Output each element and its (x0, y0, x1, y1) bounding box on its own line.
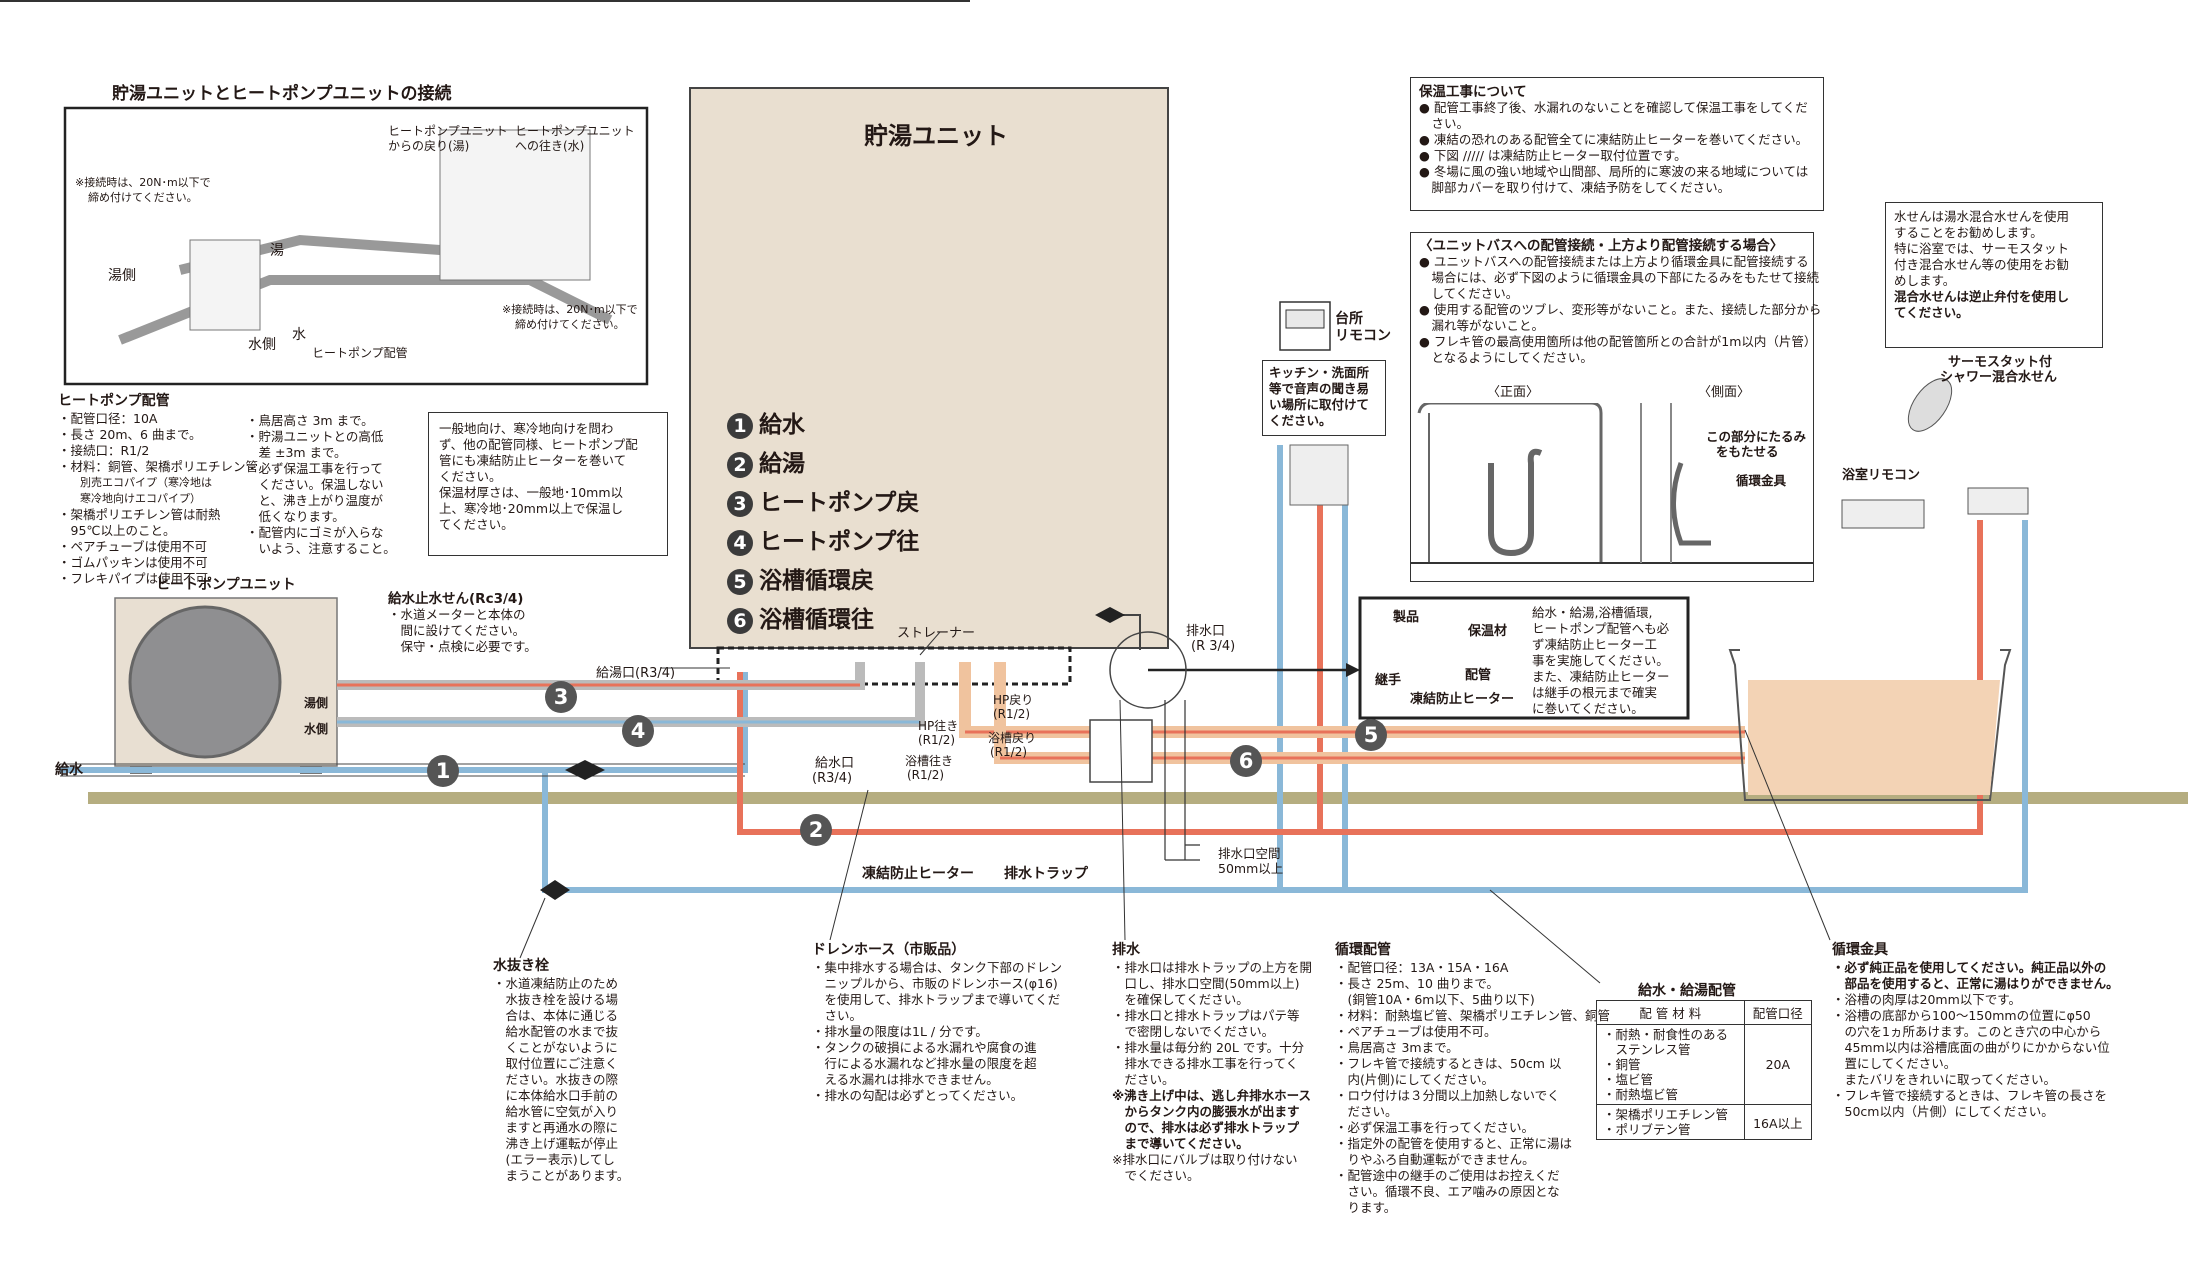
unit-bath-box: 〈ユニットバスへの配管接続・上方より配管接続する場合〉 ● ユニットバスへの配管… (1410, 232, 1821, 582)
supply-label: 給水 (55, 762, 83, 778)
heat-insulation-box: 保温工事について ● 配管工事終了後、水漏れのないことを確認して保温工事をしてく… (1410, 77, 1824, 211)
drainage-note: 排水 ・排水口は排水トラップの上方を開 口し、排水口空間(50mm以上) を確保… (1112, 942, 1313, 1183)
drain-valve-note: 水抜き栓 ・水道凍結防止のため 水抜き栓を設ける場 合は、本体に通じる 給水配管… (493, 958, 630, 1183)
strainer-label: ストレーナー (897, 626, 976, 641)
heat-pump-fan (128, 605, 282, 759)
hot-inlet-label: 給湯口(R3/4) (596, 666, 676, 681)
product-detail-note: 給水・給湯,浴槽循環,ヒートポンプ配管へも必ず凍結防止ヒーター工事を実施してくだ… (1532, 605, 1670, 716)
cold-region-note: 一般地向け、寒冷地向けを問わず、他の配管同様、ヒートポンプ配管にも凍結防止ヒータ… (428, 412, 668, 556)
connection-title: 貯湯ユニットとヒートポンプユニットの接続 (112, 84, 452, 104)
water-stop-note: 給水止水せん(Rc3/4) ・水道メーターと本体の 間に設けてください。 保守・… (388, 591, 537, 654)
circulation-note: 循環配管 ・配管口径：13A・15A・16A・長さ 25m、10 曲りまで。 (… (1335, 942, 1611, 1215)
pipe-number-1: 1 (427, 755, 459, 787)
ground-line (88, 792, 2188, 804)
pipe-material-table: 配 管 材 料配管口径 ・耐熱・耐食性のある ステンレス管・銅管・塩ビ管・耐熱塩… (1596, 1000, 1813, 1140)
product-detail-box (1358, 596, 1690, 720)
freeze-heater-label: 凍結防止ヒーター (862, 866, 974, 882)
drain-space-label: 排水口空間 (1218, 846, 1281, 861)
torque-note: ※接続時は、20N･m以下で (75, 176, 211, 189)
hp-pipe-spec: ヒートポンプ配管 ・配管口径：10A・長さ 20m、6 曲まで。・接続口：R1/… (58, 393, 259, 586)
kitchen-remote-note: キッチン・洗面所等で音声の聞き易い場所に取付けてください。 (1262, 360, 1386, 436)
drain-hose-note: ドレンホース（市販品） ・集中排水する場合は、タンク下部のドレン ニップルから、… (812, 942, 1063, 1103)
mixer-note: 水せんは湯水混合水せんを使用することをお勧めします。特に浴室では、サーモスタット… (1885, 202, 2103, 348)
circ-fitting-note: 循環金具 ・必ず純正品を使用してください。純正品以外の 部品を使用すると、正常に… (1832, 942, 2119, 1119)
tank-title: 貯湯ユニット (864, 122, 1008, 150)
hp-out-label: ヒートポンプユニット (515, 124, 635, 138)
bath-remote-label: 浴室リモコン (1842, 468, 1921, 483)
hp-pipe-spec-2: ・鳥居高さ 3m まで。・貯湯ユニットとの高低 差 ±3m まで。・必ず保温工事… (246, 413, 396, 556)
pipe-number-3: 3 (545, 681, 577, 713)
hp-unit-title: ヒートポンプユニット (156, 577, 296, 593)
supply-hot-pipe-title: 給水・給湯配管 (1638, 983, 1736, 999)
storage-tank (689, 87, 1169, 649)
pipe-number-5: 5 (1355, 719, 1387, 751)
pipe-number-2: 2 (800, 814, 832, 846)
pipe-number-4: 4 (622, 715, 654, 747)
pipe-number-6: 6 (1230, 745, 1262, 777)
thermo-mixer-label: サーモスタット付 (1948, 355, 2053, 370)
hp-return-label: ヒートポンプユニット (388, 124, 508, 138)
drain-trap-label: 排水トラップ (1004, 866, 1088, 882)
kitchen-remote-label: 台所 (1335, 311, 1363, 327)
